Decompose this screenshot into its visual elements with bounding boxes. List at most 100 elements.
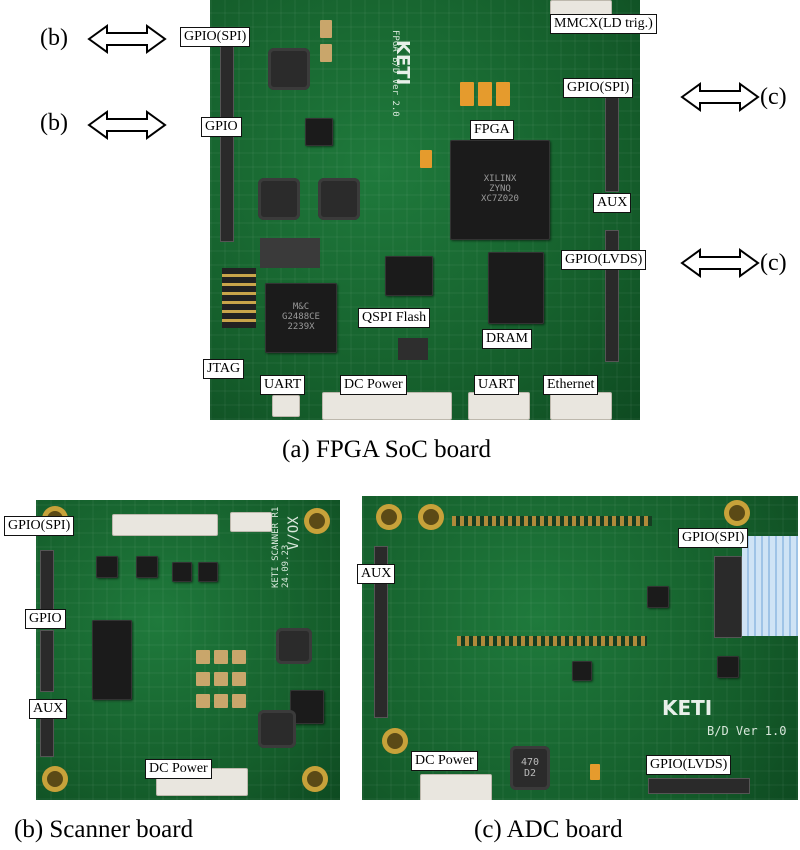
uart-connector-left — [272, 395, 300, 417]
mounting-hole — [382, 728, 408, 754]
fpga-soc-board-photo: XILINX ZYNQ XC7Z020 M&C G2488CE 2239X KE… — [210, 0, 640, 420]
chip — [96, 556, 118, 578]
panel-scanner-board: KETI SCANNER R1 24.09.23 V/OX GPIO(SPI) … — [0, 490, 350, 850]
inductor — [258, 710, 296, 748]
label-ethernet: Ethernet — [543, 375, 599, 395]
capacitor — [460, 82, 474, 106]
gpio-lvds-connector — [648, 778, 750, 794]
label-aux: AUX — [593, 193, 632, 213]
caption-scanner-board: (b) Scanner board — [14, 816, 194, 843]
double-arrow-icon — [87, 110, 167, 140]
label-gpio-spi-left: GPIO(SPI) — [180, 27, 251, 47]
middle-header — [457, 636, 647, 646]
ref-c-bottom: (c) — [760, 250, 787, 276]
label-gpio-lvds: GPIO(LVDS) — [561, 250, 647, 270]
fpga-chip: XILINX ZYNQ XC7Z020 — [450, 140, 550, 240]
label-uart-right: UART — [474, 375, 520, 395]
label-aux: AUX — [357, 564, 396, 584]
keti-logo: KETI — [662, 696, 713, 720]
qspi-flash-chip — [385, 256, 433, 296]
capacitor — [590, 764, 600, 780]
double-arrow-icon — [87, 24, 167, 54]
panel-adc-board: KETI B/D Ver 1.0 470 D2 AUX GPIO(SPI) DC… — [350, 490, 800, 850]
chip — [717, 656, 739, 678]
label-dram: DRAM — [482, 329, 533, 349]
jumper — [398, 338, 428, 360]
aux-connector — [374, 546, 388, 718]
inductor — [258, 178, 300, 220]
ref-c-top: (c) — [760, 84, 787, 110]
label-aux: AUX — [29, 699, 68, 719]
mounting-hole — [42, 766, 68, 792]
label-fpga: FPGA — [470, 120, 514, 140]
label-mmcx: MMCX(LD trig.) — [550, 14, 657, 34]
label-gpio-spi: GPIO(SPI) — [4, 516, 75, 536]
label-dc-power: DC Power — [411, 751, 478, 771]
label-gpio-left: GPIO — [201, 117, 242, 137]
main-chip — [92, 620, 132, 700]
dram-chip — [488, 252, 544, 324]
label-uart-left: UART — [260, 375, 306, 395]
label-gpio-spi-right: GPIO(SPI) — [563, 78, 634, 98]
label-dc-power: DC Power — [340, 375, 407, 395]
inductor — [318, 178, 360, 220]
gpio-connector — [40, 630, 54, 692]
mounting-hole — [304, 508, 330, 534]
mounting-hole — [418, 504, 444, 530]
caption-adc-board: (c) ADC board — [474, 816, 623, 843]
ref-b-middle: (b) — [40, 110, 68, 136]
inductor — [276, 628, 312, 664]
capacitor — [214, 672, 228, 686]
label-gpio: GPIO — [25, 609, 66, 629]
label-qspi-flash: QSPI Flash — [358, 308, 431, 328]
dc-power-connector — [322, 392, 452, 420]
inductor — [268, 48, 310, 90]
top-small-connector — [230, 512, 272, 532]
capacitor — [420, 150, 432, 168]
capacitor — [478, 82, 492, 106]
capacitor — [196, 694, 210, 708]
caption-fpga-soc-board: (a) FPGA SoC board — [282, 436, 492, 463]
mounting-hole — [376, 504, 402, 530]
capacitor — [232, 650, 246, 664]
regulator-chip — [305, 118, 333, 146]
flex-cable — [742, 536, 798, 636]
panel-fpga-soc-board: XILINX ZYNQ XC7Z020 M&C G2488CE 2239X KE… — [40, 0, 787, 463]
power-switch — [260, 238, 320, 268]
ethernet-phy-chip: M&C G2488CE 2239X — [265, 283, 337, 353]
capacitor — [214, 650, 228, 664]
gpio-spi-connector — [40, 550, 54, 612]
board-silkscreen-side: V/OX — [286, 516, 302, 550]
double-arrow-icon — [680, 82, 760, 112]
chip — [136, 556, 158, 578]
mounting-hole — [302, 766, 328, 792]
mounting-hole — [724, 500, 750, 526]
capacitor — [320, 20, 332, 38]
capacitor — [196, 650, 210, 664]
capacitor — [496, 82, 510, 106]
ref-b-top: (b) — [40, 25, 68, 51]
top-header — [452, 516, 652, 526]
chip — [172, 562, 192, 582]
board-silkscreen: B/D Ver 1.0 — [707, 724, 787, 738]
label-gpio-lvds: GPIO(LVDS) — [646, 755, 732, 775]
capacitor — [214, 694, 228, 708]
capacitor — [196, 672, 210, 686]
capacitor — [232, 694, 246, 708]
jtag-header — [222, 268, 256, 328]
ethernet-connector — [550, 392, 612, 420]
chip — [572, 661, 592, 681]
inductor: 470 D2 — [510, 746, 550, 790]
label-jtag: JTAG — [203, 359, 245, 379]
dc-power-connector — [420, 774, 492, 800]
top-connector — [112, 514, 218, 536]
double-arrow-icon — [680, 248, 760, 278]
gpio-spi-connector — [714, 556, 742, 638]
uart-connector-right — [468, 392, 530, 420]
label-gpio-spi: GPIO(SPI) — [678, 528, 749, 548]
board-silkscreen: FPGA B/D Ver 2.0 — [390, 30, 400, 117]
capacitor — [232, 672, 246, 686]
label-dc-power: DC Power — [145, 759, 212, 779]
chip — [647, 586, 669, 608]
chip — [198, 562, 218, 582]
